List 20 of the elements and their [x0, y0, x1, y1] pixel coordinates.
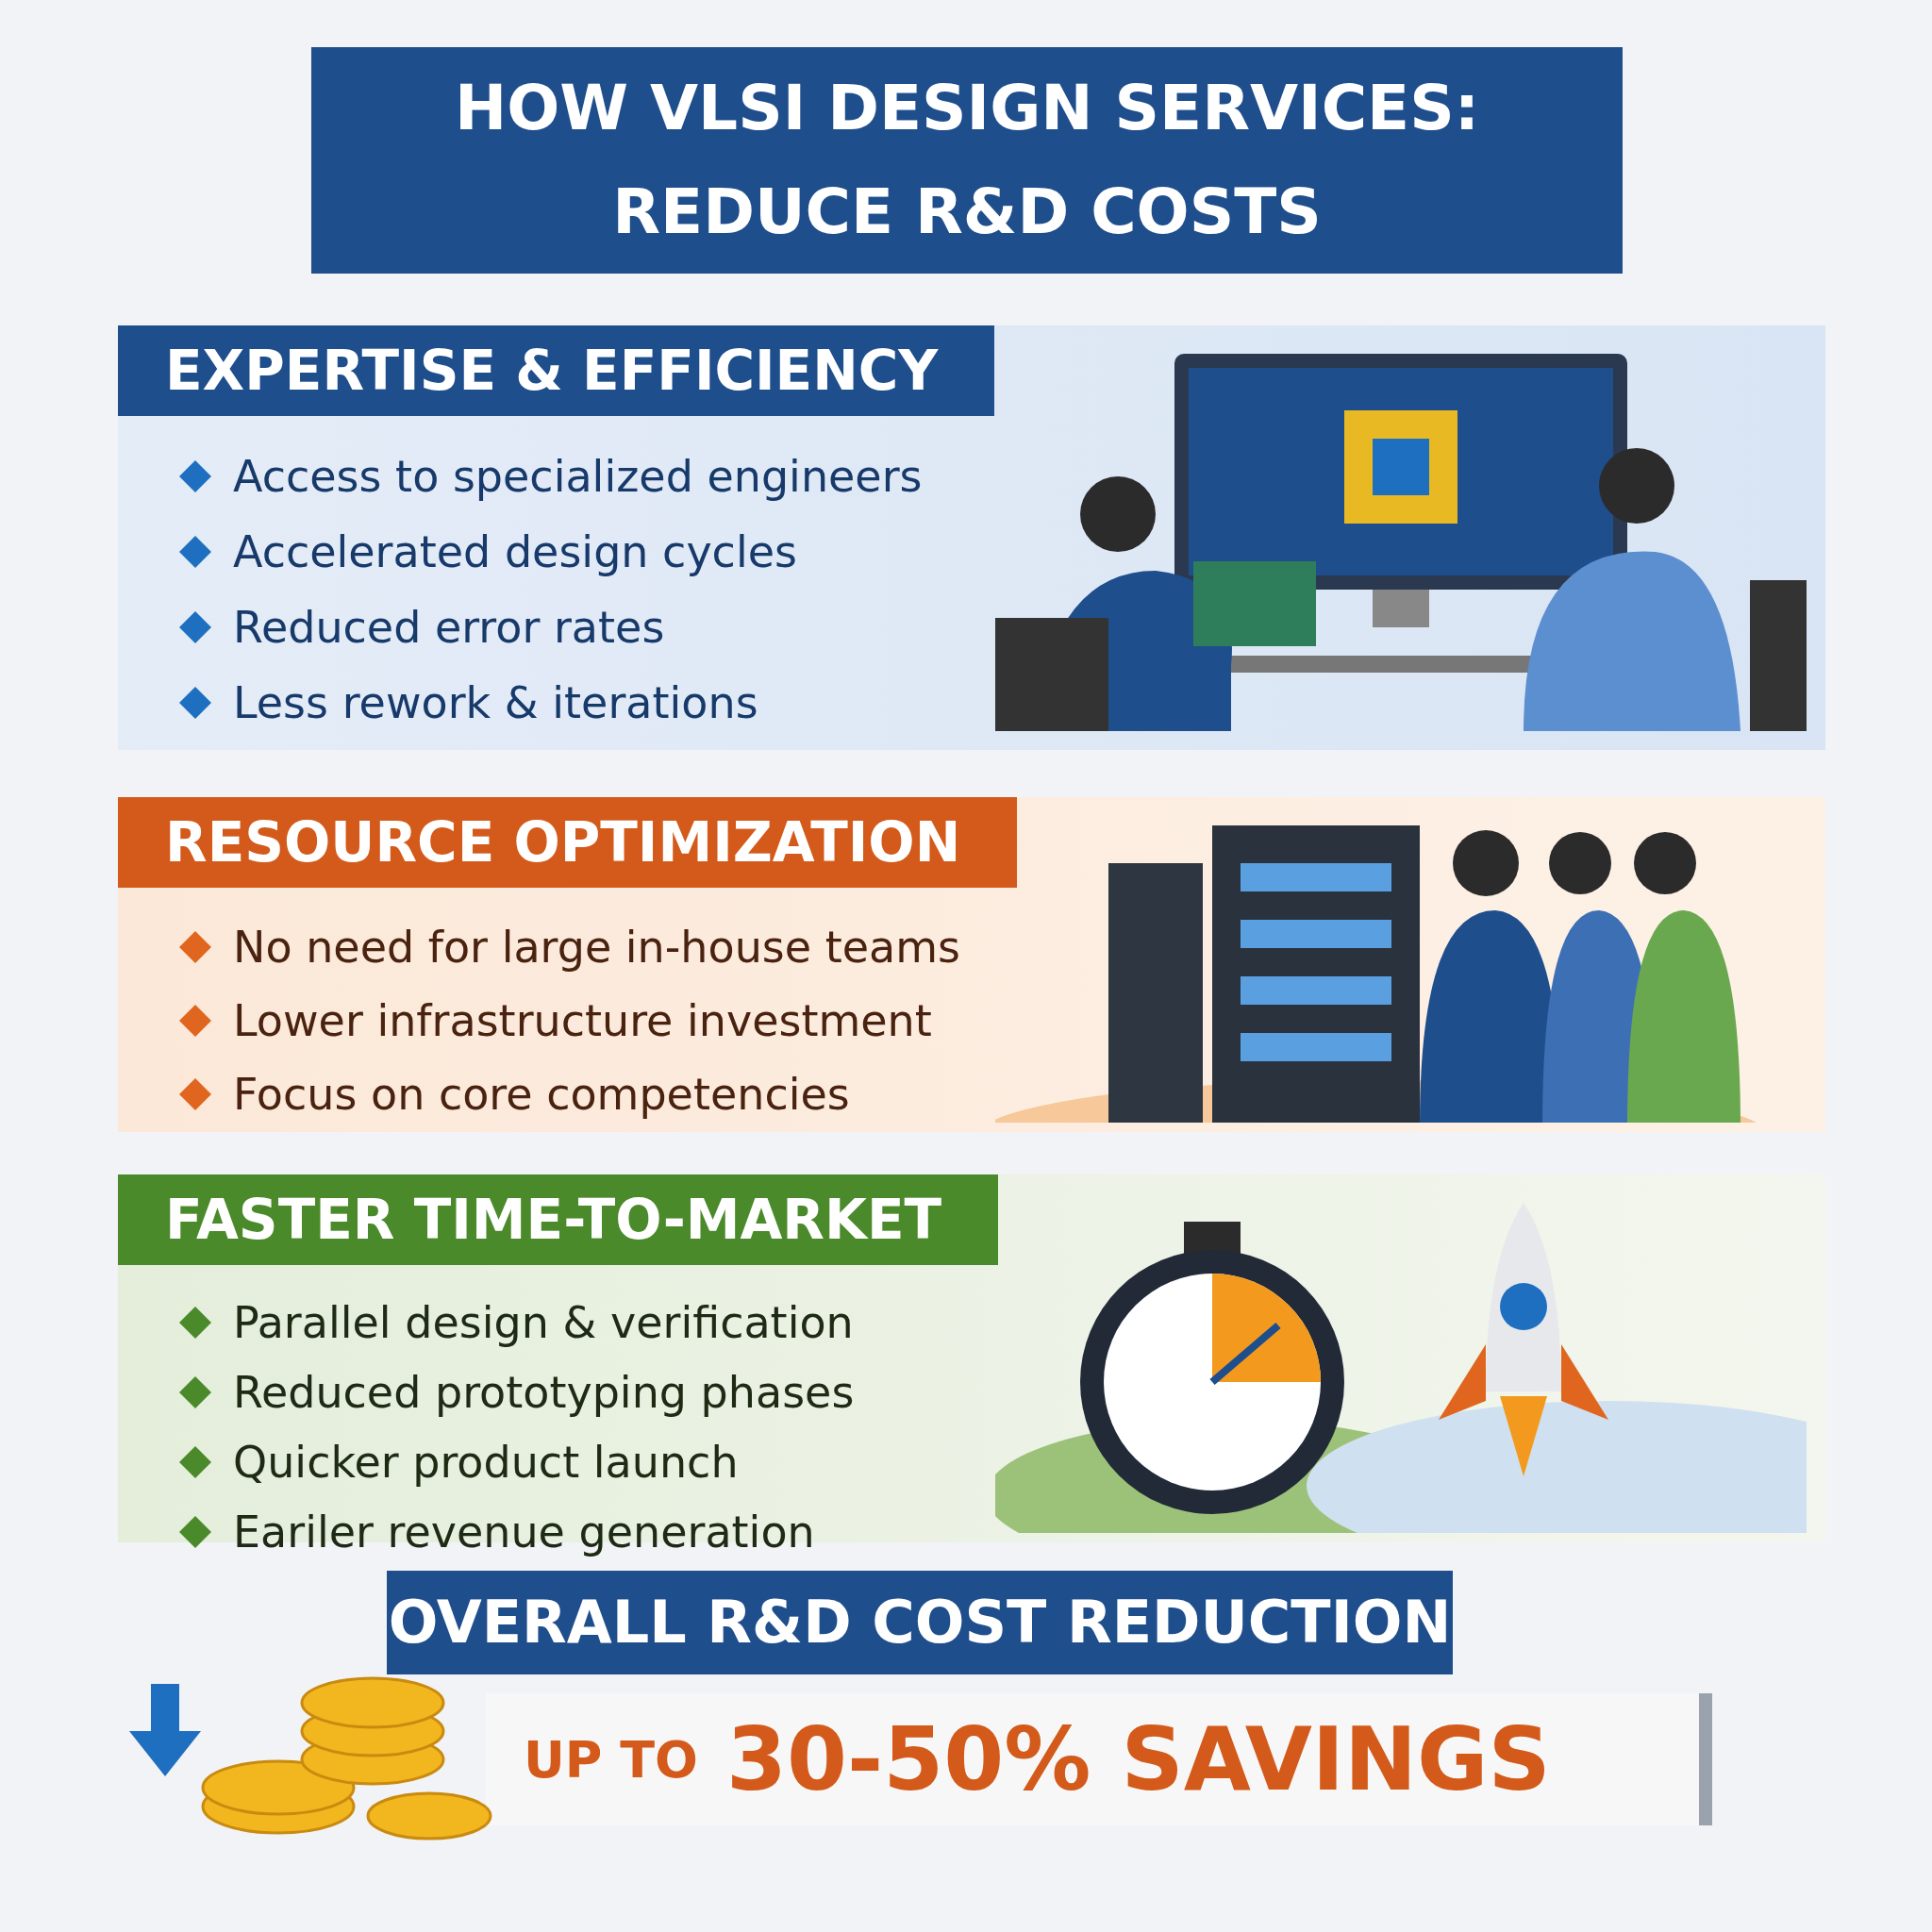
- title-banner: HOW VLSI DESIGN SERVICES: REDUCE R&D COSTS: [311, 47, 1623, 274]
- bullet-text: Focus on core competencies: [233, 1069, 850, 1120]
- section-panel: [118, 325, 1825, 750]
- bullet-text: Reduced prototyping phases: [233, 1367, 855, 1418]
- bullet-text: No need for large in-house teams: [233, 922, 960, 973]
- bullet-text: Accelerated design cycles: [233, 526, 797, 577]
- bullet-text: Quicker product launch: [233, 1437, 739, 1488]
- savings-amount: 30-50% SAVINGS: [725, 1708, 1551, 1810]
- bullet-text: Lower infrastructure investment: [233, 995, 932, 1046]
- section-heading: FASTER TIME-TO-MARKET: [118, 1174, 999, 1265]
- bullet-text: Less rework & iterations: [233, 677, 758, 728]
- savings-prefix: UP TO: [524, 1729, 698, 1790]
- section-panel: [118, 797, 1825, 1132]
- bullet-text: Access to specialized engineers: [233, 451, 923, 502]
- section-heading: EXPERTISE & EFFICIENCY: [118, 325, 995, 416]
- bullet-text: Parallel design & verification: [233, 1297, 854, 1348]
- summary-heading: OVERALL R&D COST REDUCTION: [387, 1571, 1453, 1674]
- section-heading: RESOURCE OPTIMIZATION: [118, 797, 1018, 888]
- bullet-text: Reduced error rates: [233, 602, 665, 653]
- bullet-text: Eariler revenue generation: [233, 1507, 815, 1557]
